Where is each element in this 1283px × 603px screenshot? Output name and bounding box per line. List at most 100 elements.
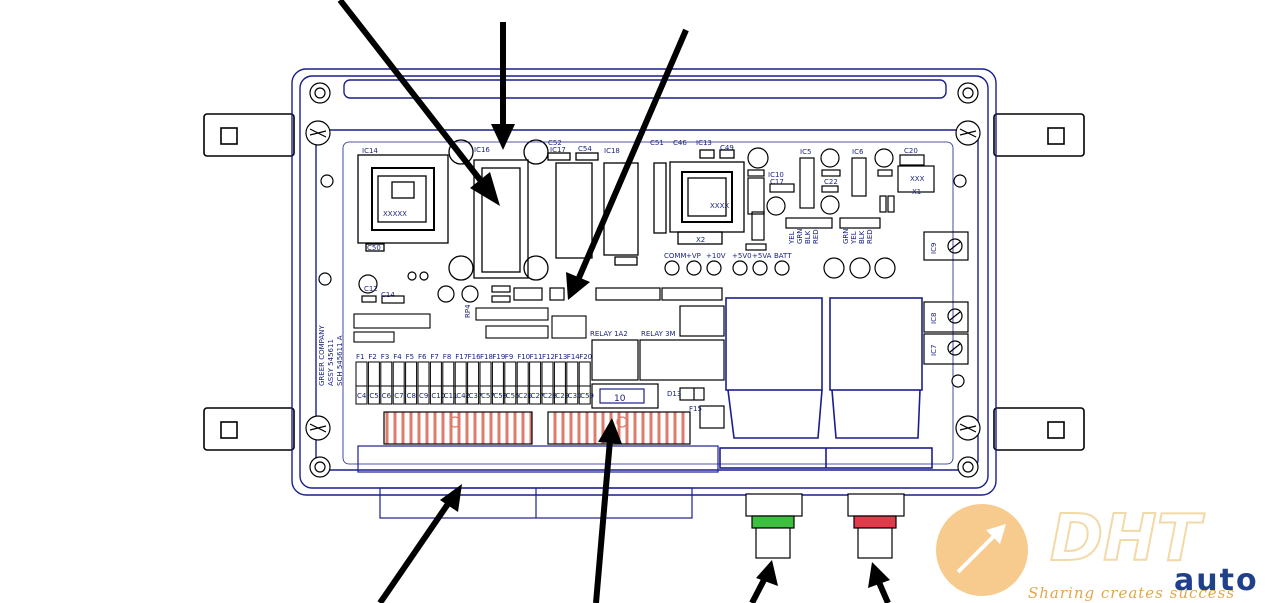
terminal-blocks bbox=[923, 231, 969, 365]
c52-label: C52 bbox=[548, 139, 562, 147]
led-label: COMM bbox=[664, 252, 686, 260]
cap-slot bbox=[504, 385, 517, 405]
watermark-brand-big: DHT bbox=[1050, 502, 1205, 576]
wire-label: BLK bbox=[858, 230, 866, 244]
cap-label: C9 bbox=[419, 392, 428, 400]
diode bbox=[679, 387, 725, 429]
cap-slot bbox=[417, 385, 430, 405]
company-line: SCH 545611 A bbox=[336, 335, 344, 386]
wire-label: RED bbox=[866, 229, 874, 244]
cap-slot bbox=[491, 385, 504, 405]
cap-slot bbox=[442, 385, 455, 405]
fuse-label: F12 bbox=[542, 353, 555, 361]
led-indicator bbox=[686, 260, 702, 276]
cap-label: C6 bbox=[382, 392, 392, 400]
xxxx-label: XXXX bbox=[710, 202, 729, 210]
cap-label: C7 bbox=[394, 392, 403, 400]
fuse-label: F3 bbox=[381, 353, 389, 361]
cap-label: C11 bbox=[444, 392, 458, 400]
fuse-slot bbox=[467, 361, 480, 387]
c14-label: C14 bbox=[381, 291, 395, 299]
led-label: BATT bbox=[774, 252, 792, 260]
cap-label: C4 bbox=[357, 392, 367, 400]
ic17-ic18-chips bbox=[547, 152, 667, 266]
led-indicator bbox=[706, 260, 722, 276]
cap-slot bbox=[529, 385, 542, 405]
fuse-slot bbox=[380, 361, 393, 387]
fuse-slot bbox=[454, 361, 467, 387]
cap-slot bbox=[541, 385, 554, 405]
fuse-value: 10 bbox=[614, 394, 626, 404]
cap-label: C42 bbox=[456, 392, 470, 400]
terminal-label-2: IC8 bbox=[930, 313, 938, 324]
c12-label: C12 bbox=[364, 285, 378, 293]
cap-slot bbox=[553, 385, 566, 405]
fuse-label: F17 bbox=[455, 353, 468, 361]
fuse-label: F5 bbox=[406, 353, 414, 361]
fitting-red bbox=[847, 493, 905, 559]
terminal-label-3: IC7 bbox=[930, 345, 938, 356]
fuse-slot bbox=[442, 361, 455, 387]
fuse-label: F10 bbox=[517, 353, 530, 361]
led-indicator bbox=[664, 260, 680, 276]
mid-capacitors bbox=[358, 257, 896, 304]
cap-label: C59 bbox=[580, 392, 594, 400]
rp4-label: RP4 bbox=[464, 304, 472, 318]
led-indicator bbox=[774, 260, 790, 276]
xxx-label: XXX bbox=[910, 175, 925, 183]
fuse-label: F11 bbox=[530, 353, 543, 361]
ic5-label: IC5 bbox=[800, 148, 811, 156]
screw-holes bbox=[305, 82, 981, 478]
fuse-slot bbox=[491, 361, 504, 387]
c20-label: C20 bbox=[904, 147, 918, 155]
cap-slot bbox=[367, 385, 380, 405]
relay-1-label: RELAY 1A2 bbox=[590, 330, 628, 338]
xxxxx-label: XXXXX bbox=[383, 210, 407, 218]
cap-slot bbox=[429, 385, 442, 405]
cap-label: C58 bbox=[493, 392, 507, 400]
watermark-logo: DHT auto Sharing creates success bbox=[936, 501, 1257, 602]
cap-label: C10 bbox=[431, 392, 445, 400]
fuse-label: F20 bbox=[579, 353, 592, 361]
ic17-label: IC17 bbox=[550, 146, 566, 154]
ic13-chip bbox=[669, 149, 745, 245]
cap-label: C57 bbox=[481, 392, 495, 400]
cap-label: C5 bbox=[369, 392, 378, 400]
fuse-label: F2 bbox=[368, 353, 376, 361]
fuse-label: F18 bbox=[480, 353, 493, 361]
watermark-tagline: Sharing creates success bbox=[1028, 584, 1235, 602]
d13-label: D13 bbox=[667, 390, 681, 398]
company-line: ASSY 545611 bbox=[327, 339, 335, 386]
connector-left bbox=[383, 411, 533, 445]
connector-housing bbox=[357, 445, 719, 519]
cap-label: C28 bbox=[543, 392, 557, 400]
led-indicator bbox=[732, 260, 748, 276]
cap-slot bbox=[566, 385, 579, 405]
fuse-slot bbox=[392, 361, 405, 387]
cap-slot bbox=[479, 385, 492, 405]
ic6-label: IC6 bbox=[852, 148, 864, 156]
ic16-socket bbox=[448, 139, 549, 281]
fuse-slot bbox=[504, 361, 517, 387]
c46-label: C46 bbox=[673, 139, 687, 147]
wire-label: BLK bbox=[804, 230, 812, 244]
cap-label: C26 bbox=[518, 392, 532, 400]
led-label: +10V bbox=[706, 252, 726, 260]
fuse-slot bbox=[355, 361, 368, 387]
fuse-label: F9 bbox=[505, 353, 513, 361]
cap-slot bbox=[467, 385, 480, 405]
ic14-label: IC14 bbox=[362, 147, 378, 155]
ic10-label: IC10 bbox=[768, 171, 784, 179]
fuse-label: F19 bbox=[492, 353, 505, 361]
right-components bbox=[745, 147, 935, 251]
connector-right bbox=[547, 411, 691, 445]
terminal-label-1: IC9 bbox=[930, 243, 938, 254]
fuse-slot bbox=[479, 361, 492, 387]
ic18-label: IC18 bbox=[604, 147, 620, 155]
c49-label: C49 bbox=[720, 144, 734, 152]
cap-label: C55 bbox=[506, 392, 520, 400]
